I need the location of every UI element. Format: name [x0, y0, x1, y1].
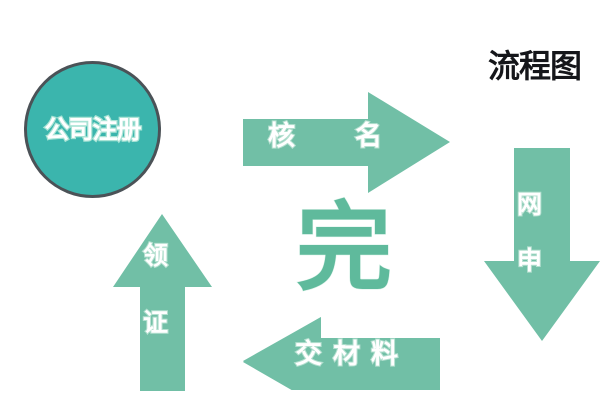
flow-step-wang-shen[interactable] [484, 148, 600, 341]
flow-step-ling-zheng[interactable] [113, 214, 212, 391]
arrow-right-icon [243, 92, 450, 193]
start-node-company-registration[interactable]: 公司注册 [24, 61, 161, 198]
arrow-up-icon [113, 214, 212, 391]
flow-step-he-ming[interactable] [243, 92, 450, 193]
page-title: 流程图 [488, 47, 582, 85]
start-node-label: 公司注册 [43, 115, 143, 144]
center-complete-character: 完 [296, 192, 393, 304]
flow-step-jiao-cai-liao[interactable] [243, 317, 440, 390]
arrow-down-icon [484, 148, 600, 341]
arrow-left-icon [243, 317, 440, 390]
